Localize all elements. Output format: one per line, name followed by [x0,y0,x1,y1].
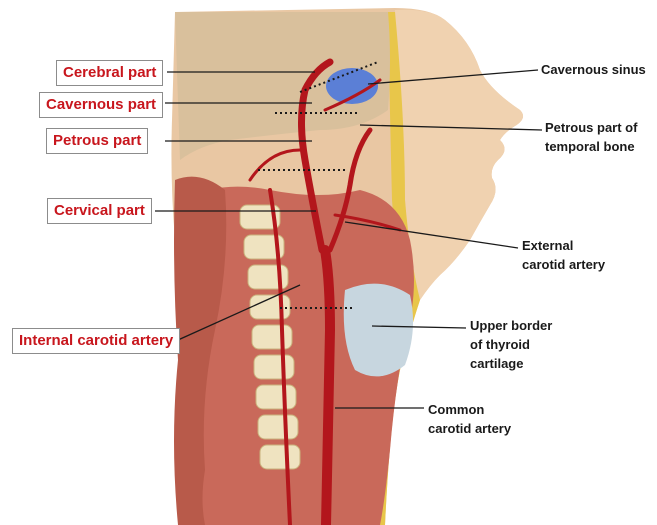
label-cavernous-part: Cavernous part [39,92,163,118]
common-carotid-vessel [325,250,330,525]
thyroid-cartilage [344,284,413,377]
label-external-carotid-artery: External carotid artery [522,236,605,274]
label-cervical-part: Cervical part [47,198,152,224]
label-cerebral-part: Cerebral part [56,60,163,86]
face [395,10,523,300]
label-internal-carotid-artery: Internal carotid artery [12,328,180,354]
label-cavernous-sinus: Cavernous sinus [541,60,646,79]
label-common-carotid-artery: Common carotid artery [428,400,511,438]
label-petrous-temporal-bone: Petrous part of temporal bone [545,118,637,156]
label-thyroid-cartilage: Upper border of thyroid cartilage [470,316,552,373]
label-petrous-part: Petrous part [46,128,148,154]
